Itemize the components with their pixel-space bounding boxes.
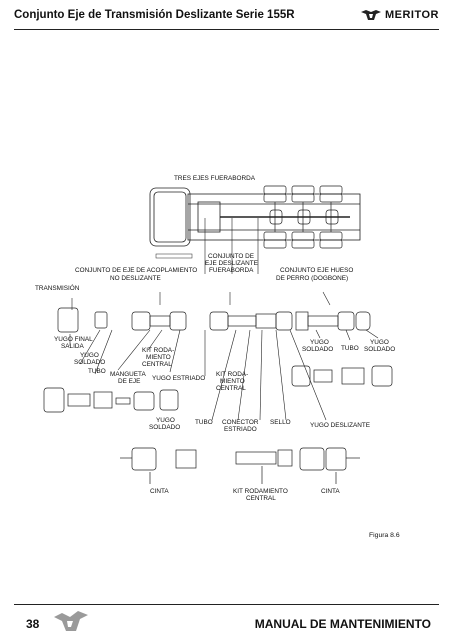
label-hueso-2: DE PERRO (DOGBONE) (276, 275, 348, 282)
label-yugo-final-1: YUGO FINAL (54, 336, 93, 343)
label-kit-rod-c-2: CENTRAL (246, 495, 276, 502)
footer-divider (14, 604, 439, 605)
label-kit-rod-a-3: CENTRAL (142, 361, 172, 368)
label-kit-rod-a-2: MIENTO (146, 354, 171, 361)
label-mangueta-1: MANGUETA (110, 371, 146, 378)
label-kit-rod-b-1: KIT RODA- (216, 371, 248, 378)
label-yugo-soldado-d-2: SOLDADO (149, 424, 180, 431)
label-yugo-soldado-b-2: SOLDADO (302, 346, 333, 353)
label-yugo-soldado-a-1: YUGO (80, 352, 99, 359)
label-yugo-deslizante: YUGO DESLIZANTE (310, 422, 370, 429)
label-yugo-soldado-b-1: YUGO (310, 339, 329, 346)
driveline-row-1 (57, 307, 371, 333)
diagram-labels: TRES EJES FUERABORDA CONJUNTO DE EJE DES… (35, 175, 395, 502)
label-conector-1: CONECTOR (222, 419, 259, 426)
label-cinta-b: CINTA (321, 488, 340, 495)
meritor-logo: MERITOR (360, 5, 439, 25)
driveline-row-2-right (291, 365, 393, 387)
label-yugo-final-2: SALIDA (61, 343, 84, 350)
label-conjunto-central-3: FUERABORDA (209, 267, 254, 274)
header-divider (14, 29, 439, 30)
meritor-bull-icon (360, 10, 381, 20)
label-conector-2: ESTRIADO (224, 426, 257, 433)
figure-caption: Figura 8.6 (369, 532, 400, 539)
label-yugo-soldado-c-2: SOLDADO (364, 346, 395, 353)
brand-name: MERITOR (384, 9, 439, 21)
label-yugo-soldado-d-1: YUGO (156, 417, 175, 424)
label-hueso-1: CONJUNTO EJE HUESO (280, 267, 353, 274)
label-tres-ejes: TRES EJES FUERABORDA (174, 175, 256, 182)
label-kit-rod-a-1: KIT RODA- (142, 347, 174, 354)
label-sello: SELLO (270, 419, 291, 426)
page-header: Conjunto Eje de Transmisión Deslizante S… (0, 0, 453, 40)
label-yugo-soldado-a-2: SOLDADO (74, 359, 105, 366)
label-conjunto-central-2: EJE DESLIZANTE (205, 260, 258, 267)
manual-title: MANUAL DE MANTENIMIENTO (254, 617, 431, 631)
page-number: 38 (26, 617, 40, 631)
label-tubo-b: TUBO (341, 345, 359, 352)
driveline-row-2-left (43, 387, 179, 413)
label-kit-rod-b-2: MIENTO (220, 378, 245, 385)
label-kit-rod-b-3: CENTRAL (216, 385, 246, 392)
label-acoplamiento-1: CONJUNTO DE EJE DE ACOPLAMIENTO (75, 267, 197, 274)
truck-topview (149, 185, 361, 259)
label-kit-rod-c-1: KIT RODAMIENTO (233, 488, 288, 495)
label-tubo-c: TUBO (195, 419, 213, 426)
label-conjunto-central-1: CONJUNTO DE (208, 253, 254, 260)
label-yugo-estriado: YUGO ESTRIADO (152, 375, 205, 382)
page-title: Conjunto Eje de Transmisión Deslizante S… (14, 9, 295, 21)
label-acoplamiento-2: NO DESLIZANTE (110, 275, 161, 282)
label-tubo-a: TUBO (88, 368, 106, 375)
footer-bull-icon (54, 611, 88, 631)
driveline-row-3 (120, 447, 360, 484)
label-mangueta-2: DE EJE (118, 378, 140, 385)
label-transmision: TRANSMISIÓN (35, 283, 80, 292)
label-yugo-soldado-c-1: YUGO (370, 339, 389, 346)
label-cinta-a: CINTA (150, 488, 169, 495)
